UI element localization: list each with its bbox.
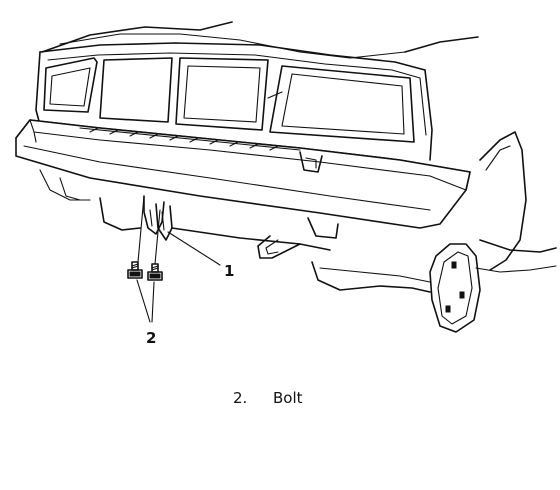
grille-frame xyxy=(35,42,433,161)
grille-openings xyxy=(99,57,415,143)
legend-item: 2. Bolt xyxy=(233,389,303,407)
leader-lines xyxy=(136,195,221,323)
bolt-right xyxy=(147,263,163,281)
front-bumper xyxy=(15,119,471,229)
callout-1-label: 1 xyxy=(224,262,234,280)
legend-item-label: Bolt xyxy=(273,389,303,407)
callout-2-label: 2 xyxy=(146,329,156,347)
legend-item-number: 2. xyxy=(233,389,248,407)
frame-rail xyxy=(171,217,431,293)
left-fender xyxy=(39,169,141,231)
vehicle-hood xyxy=(41,21,479,59)
right-wheel xyxy=(429,131,557,333)
bolt-left xyxy=(127,261,143,279)
bumper-mounting-bracket xyxy=(143,195,173,241)
left-headlamp xyxy=(43,57,98,113)
